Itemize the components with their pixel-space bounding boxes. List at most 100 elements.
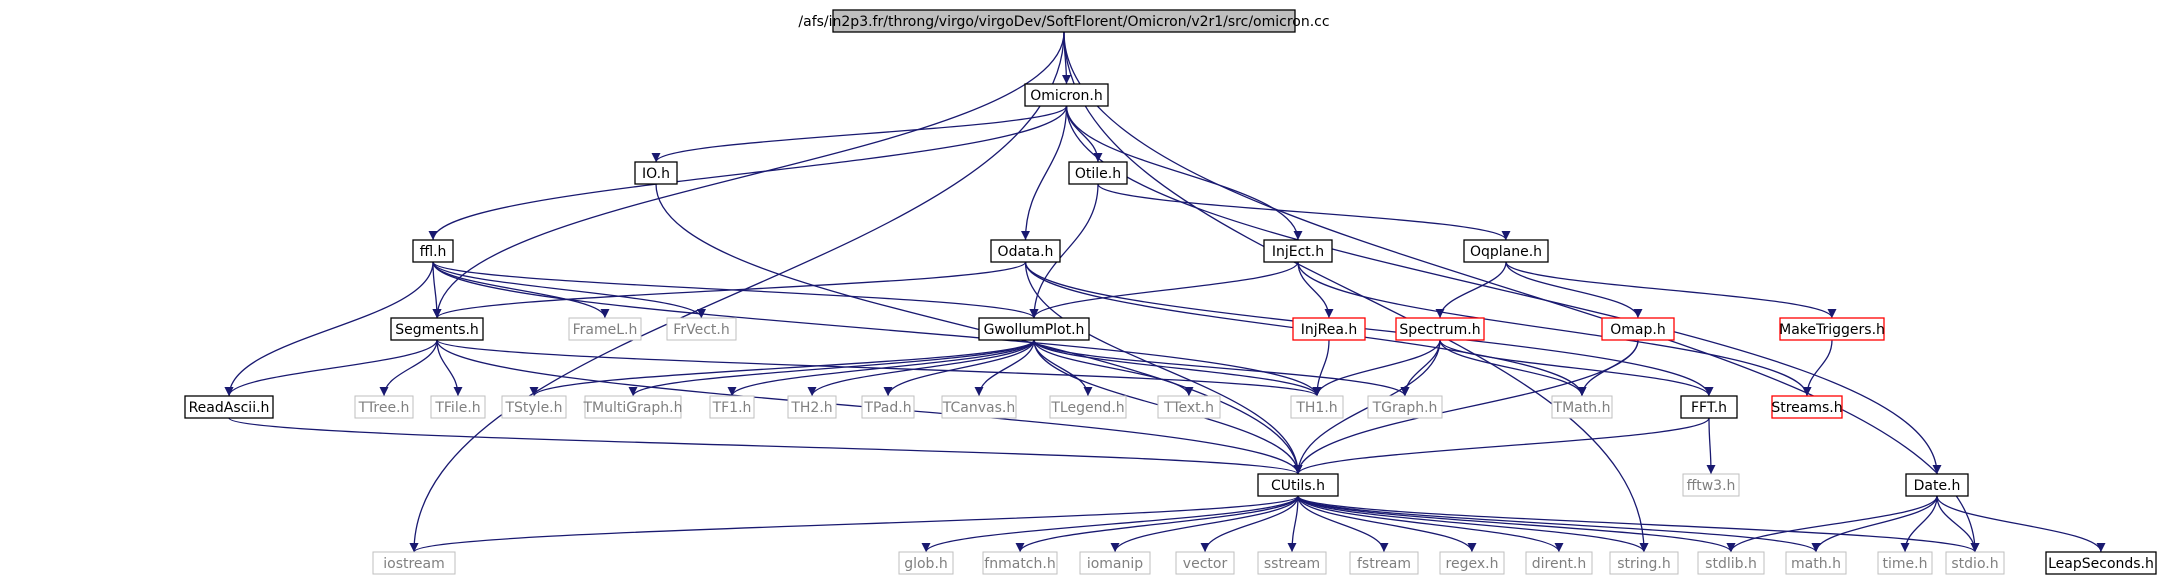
edge-fflh-to-frvecth <box>432 261 706 319</box>
node-label: time.h <box>1883 556 1928 572</box>
edge-dateh-to-leapsecondsh <box>1936 495 2106 553</box>
edge-gwollumploth-to-tstyleh <box>529 339 1035 397</box>
node-label: iomanip <box>1087 556 1143 572</box>
node-label: regex.h <box>1446 556 1499 572</box>
node-box <box>372 551 456 575</box>
edge-readasciih-to-cutilsh <box>228 417 1303 475</box>
node-label: TMath.h <box>1553 400 1611 416</box>
node-label: Omap.h <box>1610 322 1665 338</box>
node-label: TTree.h <box>358 400 410 416</box>
node-box <box>982 551 1058 575</box>
node-gwollumplot-h[interactable]: GwollumPlot.h <box>978 317 1090 341</box>
node-readascii-h[interactable]: ReadAscii.h <box>184 395 274 419</box>
node-layer: /afs/in2p3.fr/throng/virgo/virgoDev/Soft… <box>184 9 2157 575</box>
edge-root-to-iostream <box>409 31 1065 553</box>
node-date-h[interactable]: Date.h <box>1905 473 1969 497</box>
node-io-h[interactable]: IO.h <box>634 161 678 185</box>
node-box <box>1601 317 1675 341</box>
node-label: fstream <box>1357 556 1411 572</box>
node-segments-h[interactable]: Segments.h <box>390 317 484 341</box>
node-box <box>568 317 642 341</box>
node-fstream: fstream <box>1349 551 1419 575</box>
node-label: TText.h <box>1163 400 1214 416</box>
edge-injecth-to-injreah <box>1297 261 1334 319</box>
node-box <box>1525 551 1593 575</box>
node-tstyle-h: TStyle.h <box>501 395 567 419</box>
node-label: TPad.h <box>863 400 911 416</box>
node-label: sstream <box>1264 556 1320 572</box>
edge-omicronh-to-ioh <box>651 105 1068 163</box>
node-label: dirent.h <box>1532 556 1587 572</box>
node-box <box>709 395 755 419</box>
node-label: math.h <box>1791 556 1841 572</box>
edge-omicronh-to-fflh <box>428 105 1068 241</box>
node-label: stdlib.h <box>1705 556 1757 572</box>
node-box <box>898 551 954 575</box>
node-label: Oqplane.h <box>1470 244 1542 260</box>
edge-gwollumploth-to-th2h <box>807 339 1035 397</box>
node-oqplane-h[interactable]: Oqplane.h <box>1463 239 1549 263</box>
node-label: Date.h <box>1914 478 1961 494</box>
node-label: Otile.h <box>1075 166 1121 182</box>
edge-segmentsh-to-tfileh <box>436 339 463 397</box>
node-frvect-h: FrVect.h <box>666 317 737 341</box>
node-box <box>1175 551 1235 575</box>
node-omap-h[interactable]: Omap.h <box>1601 317 1675 341</box>
node-tgraph-h: TGraph.h <box>1367 395 1443 419</box>
node-odata-h[interactable]: Odata.h <box>990 239 1061 263</box>
edge-cutilsh-to-direnth <box>1297 495 1564 553</box>
node-label: iostream <box>383 556 445 572</box>
node-otile-h[interactable]: Otile.h <box>1068 161 1128 185</box>
node-ttree-h: TTree.h <box>354 395 414 419</box>
node-label: Spectrum.h <box>1399 322 1480 338</box>
node-label: IO.h <box>642 166 670 182</box>
node-cutils-h[interactable]: CUtils.h <box>1257 473 1339 497</box>
edge-segmentsh-to-ttreeh <box>379 339 438 397</box>
node-box <box>184 395 274 419</box>
edge-oqplaneh-to-maketriggersh <box>1505 261 1837 319</box>
node-box <box>1079 551 1151 575</box>
node-streams-h[interactable]: Streams.h <box>1771 395 1843 419</box>
node-stdlib-h: stdlib.h <box>1697 551 1765 575</box>
node-label: TMultiGraph.h <box>582 400 682 416</box>
node-math-h: math.h <box>1785 551 1847 575</box>
edge-injecth-to-gwollumploth <box>1029 261 1299 319</box>
node-string-h: string.h <box>1609 551 1679 575</box>
node-glob-h: glob.h <box>898 551 954 575</box>
node-box <box>634 161 678 185</box>
node-afs-in2p3-fr-throng-virgo-virgodev-softflorent-omicron-v2r1-src-omicron-cc[interactable]: /afs/in2p3.fr/throng/virgo/virgoDev/Soft… <box>798 9 1330 33</box>
node-leapseconds-h[interactable]: LeapSeconds.h <box>2045 551 2157 575</box>
node-box <box>1263 239 1333 263</box>
node-vector: vector <box>1175 551 1235 575</box>
node-omicron-h[interactable]: Omicron.h <box>1024 83 1109 107</box>
node-ttext-h: TText.h <box>1157 395 1221 419</box>
node-fft-h[interactable]: FFT.h <box>1680 395 1738 419</box>
node-box <box>1395 317 1485 341</box>
node-label: TH1.h <box>1295 400 1337 416</box>
node-label: vector <box>1183 556 1228 572</box>
edge-odatah-to-ffth <box>1024 261 1714 397</box>
node-label: TStyle.h <box>504 400 562 416</box>
node-injrea-h[interactable]: InjRea.h <box>1292 317 1366 341</box>
edge-ioh-to-cutilsh <box>655 183 1303 475</box>
edge-cutilsh-to-stdioh <box>1297 495 1980 553</box>
node-spectrum-h[interactable]: Spectrum.h <box>1395 317 1485 341</box>
edge-cutilsh-to-stringh <box>1297 495 1649 553</box>
node-ffl-h[interactable]: ffl.h <box>412 239 454 263</box>
node-label: Odata.h <box>998 244 1054 260</box>
node-inject-h[interactable]: InjEct.h <box>1263 239 1333 263</box>
edge-fflh-to-segmentsh <box>432 261 442 319</box>
edge-dateh-to-stdioh <box>1936 495 1980 553</box>
node-maketriggers-h[interactable]: MakeTriggers.h <box>1779 317 1885 341</box>
node-box <box>390 317 484 341</box>
node-label: TH2.h <box>790 400 832 416</box>
node-label: TF1.h <box>712 400 752 416</box>
node-fnmatch-h: fnmatch.h <box>982 551 1058 575</box>
edge-root-to-segmentsh <box>432 31 1065 319</box>
node-box <box>1779 317 1885 341</box>
node-box <box>1290 395 1344 419</box>
edge-ffth-to-fftw3h <box>1706 417 1716 475</box>
node-box <box>990 239 1061 263</box>
edge-otileh-to-oqplaneh <box>1097 183 1511 241</box>
node-label: Segments.h <box>395 322 479 338</box>
